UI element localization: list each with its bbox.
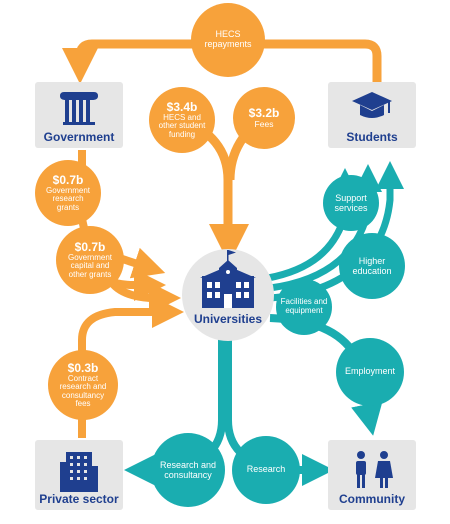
students-node: Students bbox=[328, 82, 416, 148]
capital-grants-text: $0.7b Government capital and other grant… bbox=[62, 236, 118, 284]
research-grants-text: $0.7b Government research grants bbox=[42, 170, 94, 216]
fees-text: $3.2b Fees bbox=[238, 100, 290, 136]
students-label: Students bbox=[346, 130, 398, 144]
capital-grants-node bbox=[56, 226, 124, 294]
capital-grants-amount: $0.7b bbox=[74, 239, 106, 254]
university-building-icon bbox=[200, 250, 256, 308]
people-icon bbox=[356, 451, 393, 488]
contract-research-node bbox=[48, 350, 118, 420]
research-node bbox=[232, 436, 300, 504]
research-grants-amount: $0.7b bbox=[52, 172, 84, 187]
contract-research-desc: Contract research and consultancy fees bbox=[59, 373, 107, 408]
higher-education-label: Higher education bbox=[352, 256, 392, 276]
research-consultancy-node bbox=[151, 433, 225, 507]
hecs-repayments-text: HECS repayments bbox=[196, 24, 260, 56]
private-sector-node: Private sector bbox=[35, 440, 123, 510]
fees-desc: Fees bbox=[254, 118, 274, 129]
contract-research-flow bbox=[78, 296, 184, 438]
hecs-funding-amount: $3.4b bbox=[166, 99, 198, 114]
community-label: Community bbox=[339, 492, 405, 506]
inflow-nodes bbox=[35, 3, 295, 420]
capital-grants-desc: Government capital and other grants bbox=[67, 253, 113, 279]
employment-label: Employment bbox=[344, 366, 396, 377]
research-consultancy-label: Research and consultancy bbox=[159, 460, 217, 480]
hecs-funding-desc: HECS and other student funding bbox=[158, 113, 206, 139]
column-icon bbox=[60, 92, 98, 125]
support-services-node bbox=[323, 175, 379, 231]
higher-education-node bbox=[339, 233, 405, 299]
graduation-cap-icon bbox=[352, 92, 392, 118]
support-services-label: Support services bbox=[334, 193, 368, 213]
facilities-node bbox=[276, 279, 332, 335]
universities-label: Universities bbox=[193, 312, 263, 326]
research-grants-node bbox=[35, 160, 101, 226]
fees-amount: $3.2b bbox=[248, 105, 280, 120]
contract-research-text: $0.3b Contract research and consultancy … bbox=[54, 358, 112, 412]
community-box bbox=[328, 440, 416, 510]
office-building-icon bbox=[60, 452, 98, 492]
government-label: Government bbox=[43, 130, 115, 144]
employment-node bbox=[336, 338, 404, 406]
research-label: Research bbox=[246, 464, 286, 475]
outflow-nodes bbox=[151, 175, 405, 507]
hecs-repayments-node bbox=[191, 3, 265, 77]
private-sector-label: Private sector bbox=[39, 492, 119, 506]
contract-research-amount: $0.3b bbox=[67, 360, 99, 375]
fees-node bbox=[233, 87, 295, 149]
community-node: Community bbox=[328, 440, 416, 510]
hecs-repayments-label: HECS repayments bbox=[204, 29, 252, 49]
hecs-funding-node bbox=[149, 87, 215, 153]
research-grants-desc: Government research grants bbox=[45, 186, 91, 212]
government-node: Government bbox=[35, 82, 123, 148]
hecs-funding-text: $3.4b HECS and other student funding bbox=[154, 92, 210, 148]
facilities-label: Facilities and equipment bbox=[280, 297, 328, 315]
